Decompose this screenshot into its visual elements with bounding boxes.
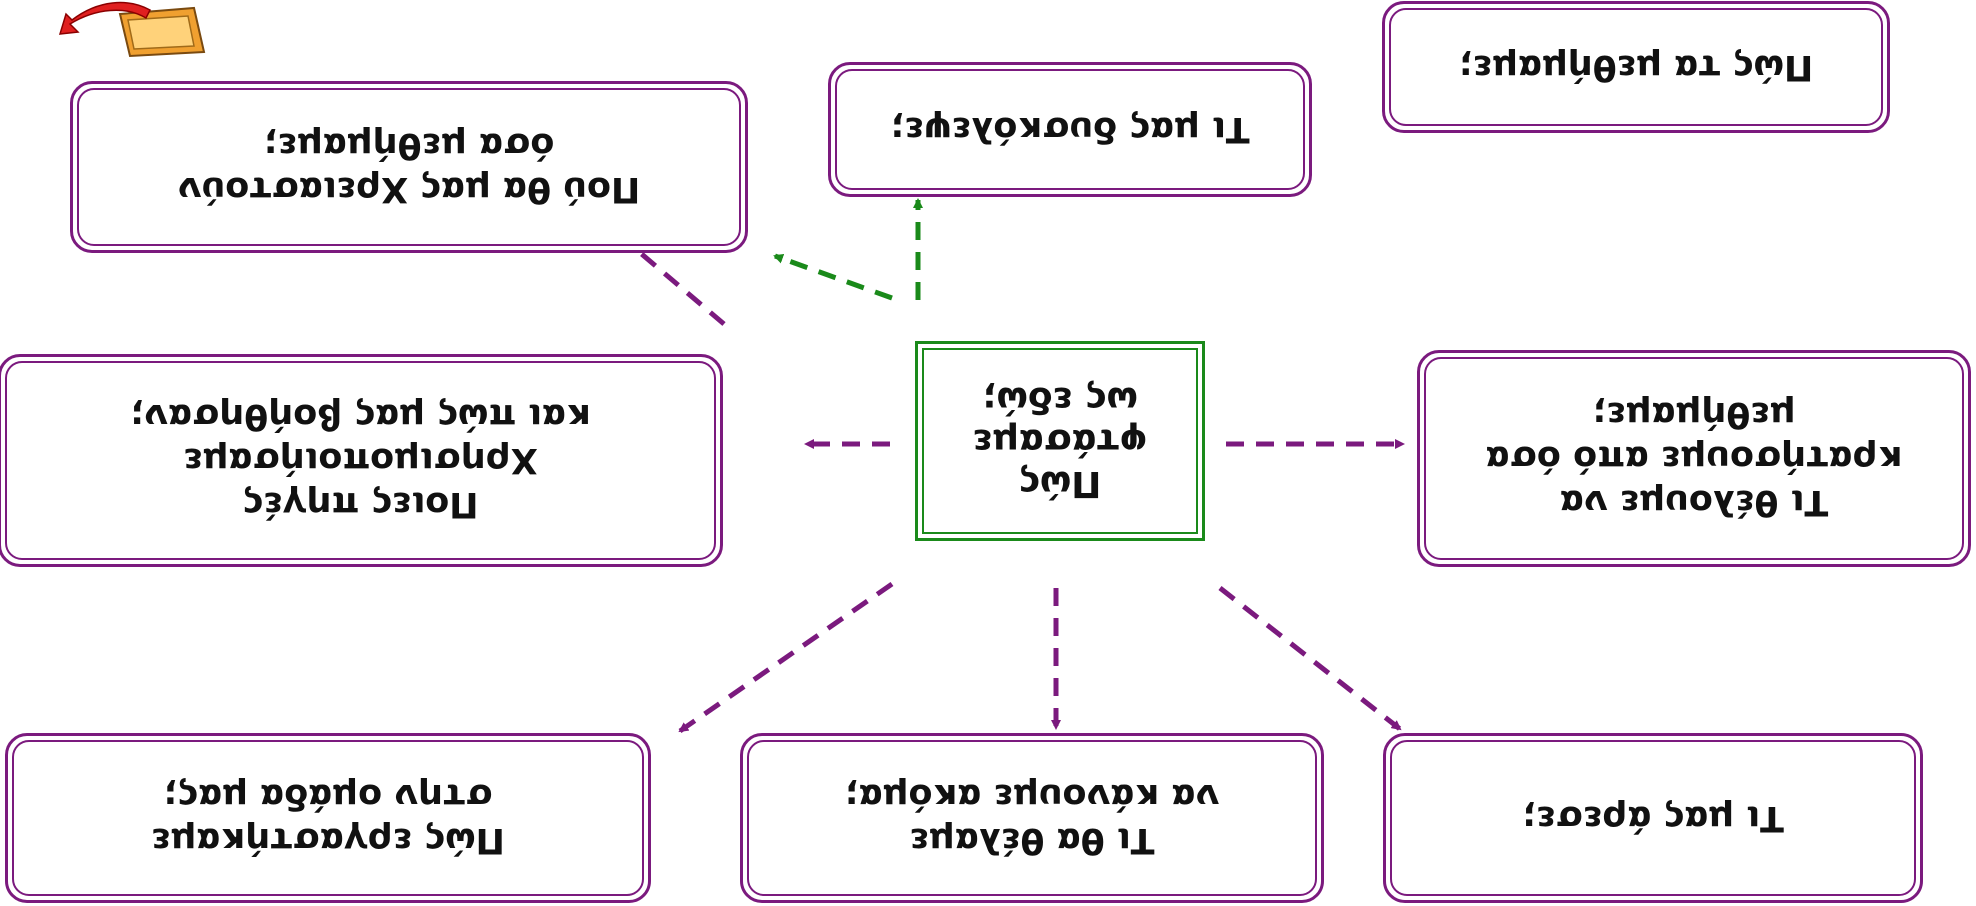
center-node: Πώς φτάσαμε ως εδώ; [915,341,1205,541]
node-christian-help: Πού θα μας Χρειαστούν όσα μεθήμαμε; [70,81,748,253]
node-what-worried: Τι μας δυσκόλεψε; [828,62,1312,197]
node-what-more-label: Τι θα θέλαμε να κάνουμε ακόμα; [844,776,1220,860]
node-sources-label: Ποιες πηγές Χρησιμοποιήσαμε και πώς μας … [130,396,591,525]
node-what-liked: Τι μας άρεσε; [1383,733,1923,903]
node-teamwork: Πώς εργαστήκαμε στην ομάδα μας; [5,733,651,903]
node-how-learn-label: Πώς τα μεθήμαμε; [1458,47,1814,87]
arrow-to-christian-help [773,253,893,301]
node-what-keep: Τι θέλουμε να κρατήσουμε από όσα μεθήμαμ… [1417,350,1971,567]
node-what-keep-label: Τι θέλουμε να κρατήσουμε από όσα μεθήμαμ… [1485,394,1903,523]
arrow-to-what-liked [1218,586,1402,731]
center-label: Πώς φτάσαμε ως εδώ; [972,379,1148,504]
arrow-to-teamwork [678,581,894,734]
node-sources: Ποιες πηγές Χρησιμοποιήσαμε και πώς μας … [0,354,723,567]
node-how-learn: Πώς τα μεθήμαμε; [1382,1,1890,133]
node-what-worried-label: Τι μας δυσκόλεψε; [890,109,1250,150]
node-christian-help-label: Πού θα μας Χρειαστούν όσα μεθήμαμε; [177,125,641,209]
node-what-more: Τι θα θέλαμε να κάνουμε ακόμα; [740,733,1324,903]
node-what-liked-label: Τι μας άρεσε; [1522,798,1784,838]
book-icon [58,1,206,58]
node-teamwork-label: Πώς εργαστήκαμε στην ομάδα μας; [151,776,505,860]
